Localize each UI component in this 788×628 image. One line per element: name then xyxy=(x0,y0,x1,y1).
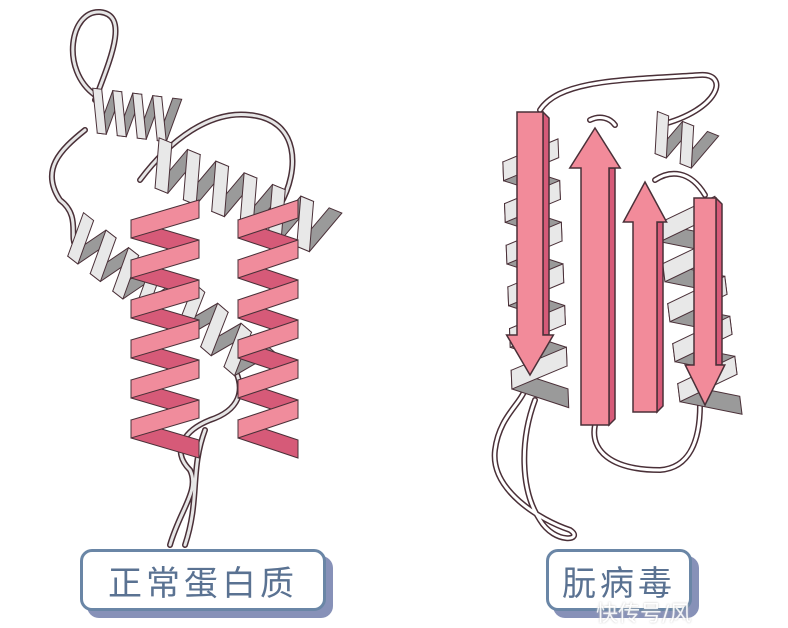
beta-strand-arrow xyxy=(505,111,555,377)
helix-front-segment xyxy=(200,302,229,357)
helix-front-segment xyxy=(154,137,173,194)
loop xyxy=(537,71,720,128)
helix-front-segment xyxy=(130,279,200,319)
helix-front-segment xyxy=(130,359,200,399)
watermark: 快传号/风 xyxy=(596,602,692,627)
helix-front-segment xyxy=(237,359,299,399)
beta-strand-arrow xyxy=(568,126,622,426)
arrow-edge xyxy=(608,167,616,427)
helix-front-segment xyxy=(679,120,695,169)
prion-label: 朊病毒 xyxy=(546,549,692,611)
beta-sheet-arrows xyxy=(505,110,727,427)
loop-fill xyxy=(538,73,718,127)
helix-front-segment xyxy=(237,319,299,359)
helix-front-segment xyxy=(211,160,230,218)
helix-front-segment xyxy=(132,92,147,140)
beta-strand-arrow xyxy=(683,197,727,407)
loop-fill xyxy=(592,403,702,472)
arrow-edge xyxy=(656,221,664,414)
helix-front-segment xyxy=(237,239,299,279)
helix-front-segment xyxy=(654,110,670,159)
helix-front-segment xyxy=(89,229,117,283)
loop-fill xyxy=(493,378,576,540)
helix-front-segment xyxy=(237,279,299,319)
normal-protein-text: 正常蛋白质 xyxy=(108,563,298,604)
prion-text: 朊病毒 xyxy=(562,563,676,604)
helix-front-segment xyxy=(152,95,167,143)
helix-front-segment xyxy=(237,199,299,239)
helix-front-segment xyxy=(510,346,568,390)
arrow-edge xyxy=(715,196,723,366)
helix-front-segment xyxy=(130,239,200,279)
helix-front-segment xyxy=(112,90,127,138)
helix-front-segment xyxy=(130,399,200,439)
helix-front-segment xyxy=(296,195,315,253)
helix-front-segment xyxy=(130,199,200,239)
beta-strand-arrow xyxy=(622,180,668,413)
arrow-edge xyxy=(542,110,550,336)
loop-fill xyxy=(50,10,117,247)
helix-front-segment xyxy=(130,319,200,359)
normal-protein-label: 正常蛋白质 xyxy=(80,549,326,611)
helix-front-segment xyxy=(237,399,299,439)
loop-fill xyxy=(653,172,707,197)
helix-front-segment xyxy=(67,211,95,265)
helix-front-segment xyxy=(92,87,107,135)
